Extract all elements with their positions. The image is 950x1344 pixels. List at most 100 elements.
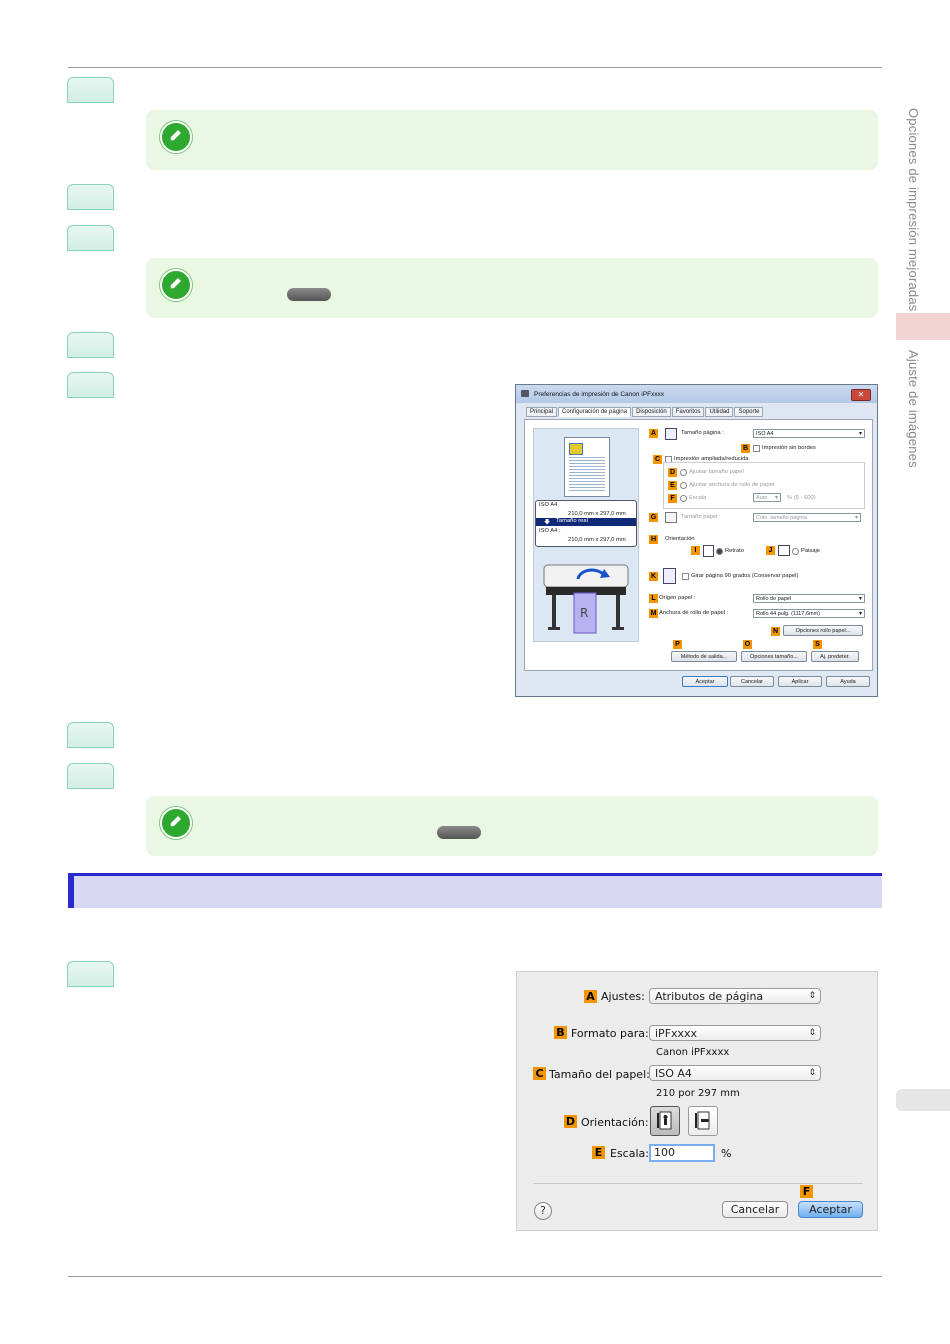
cancel-button[interactable]: Cancelar	[722, 1201, 788, 1218]
sidebar-tab-active	[896, 313, 950, 340]
scale-label: Escala:	[610, 1147, 649, 1160]
rotate-checkbox[interactable]	[682, 573, 689, 580]
paper-size-icon	[665, 512, 677, 523]
portrait-icon	[657, 1111, 672, 1130]
size-options-button[interactable]: Opciones tamaño...	[741, 651, 807, 662]
fit-roll-label: Ajustar anchura de rollo de papel	[689, 482, 775, 488]
scale-radio[interactable]	[680, 495, 687, 502]
step-marker	[67, 77, 114, 103]
scale-spinner[interactable]: Auto	[753, 493, 781, 503]
label-e: E	[592, 1146, 605, 1159]
label-d: D	[668, 468, 677, 477]
rotate-label: Girar página 90 grados (Conservar papel)	[691, 573, 799, 579]
step-marker	[67, 332, 114, 358]
pencil-icon	[160, 807, 192, 839]
tab-favorites[interactable]: Favoritos	[671, 407, 705, 417]
reference-pill[interactable]	[437, 826, 481, 839]
tab-page-setup[interactable]: Configuración de página	[558, 407, 632, 417]
portrait-radio[interactable]	[716, 548, 723, 555]
label-c: C	[533, 1067, 546, 1080]
page-preview	[564, 437, 610, 497]
printer-illustration: R	[540, 555, 632, 637]
label-f: F	[800, 1185, 813, 1198]
label-f: F	[668, 494, 677, 503]
output-method-button[interactable]: Método de salida...	[671, 651, 737, 662]
paper-size-label: Tamaño papel :	[681, 514, 721, 520]
paper-size-popup[interactable]: ISO A4	[649, 1065, 821, 1081]
label-n: N	[771, 627, 780, 636]
size2: ISO A4 :	[539, 528, 561, 534]
tab-layout[interactable]: Disposición	[632, 407, 671, 417]
label-l: L	[649, 594, 658, 603]
page-size-icon	[665, 428, 677, 440]
landscape-icon	[695, 1111, 710, 1130]
settings-label: Ajustes:	[601, 990, 645, 1003]
tab-support[interactable]: Soporte	[734, 407, 764, 417]
scale-label: Escala	[689, 495, 707, 501]
orientation-label: Orientación:	[581, 1116, 649, 1129]
roll-width-select[interactable]: Rollo 44 pulg. (1117,6mm)	[753, 609, 865, 619]
dim1: 210,0 mm x 297,0 mm	[568, 511, 626, 517]
tab-principal[interactable]: Principal	[526, 407, 558, 417]
label-j: J	[766, 546, 775, 555]
label-d: D	[564, 1115, 577, 1128]
fit-roll-radio[interactable]	[680, 482, 687, 489]
apply-button[interactable]: Aplicar	[778, 676, 822, 687]
label-m: M	[649, 609, 658, 618]
orientation-label: Orientación	[665, 536, 695, 542]
settings-popup[interactable]: Atributos de página	[649, 988, 821, 1004]
note-box	[146, 258, 878, 318]
cancel-button[interactable]: Cancelar	[730, 676, 774, 687]
sidebar-page-tab	[896, 1089, 950, 1111]
ok-button[interactable]: Aceptar	[798, 1201, 863, 1218]
page-size-select[interactable]: ISO A4	[753, 429, 865, 439]
size-info-box: ISO A4 210,0 mm x 297,0 mm 🡇 Tamaño real…	[535, 500, 637, 547]
note-box	[146, 110, 878, 170]
label-k: K	[649, 572, 658, 581]
printer-icon	[521, 390, 529, 397]
pencil-icon	[160, 269, 192, 301]
note-box	[146, 796, 878, 856]
header-rule	[68, 67, 882, 68]
actual-size-label: Tamaño real	[556, 518, 588, 524]
tab-utility[interactable]: Utilidad	[705, 407, 734, 417]
actual-size-bar: 🡇 Tamaño real	[536, 518, 636, 526]
enlarged-group	[663, 462, 865, 509]
dim2: 210,0 mm x 297,0 mm	[568, 537, 626, 543]
close-button[interactable]: ✕	[851, 389, 871, 401]
mac-page-setup-dialog: A Ajustes: Atributos de página B Formato…	[516, 971, 878, 1231]
default-button[interactable]: Aj. predeter.	[811, 651, 859, 662]
scale-range: % (5 - 600)	[787, 495, 816, 501]
footer-rule	[68, 1276, 882, 1277]
paper-source-select[interactable]: Rollo de papel	[753, 594, 865, 604]
step-marker	[67, 961, 114, 987]
label-e: E	[668, 481, 677, 490]
landscape-button[interactable]	[688, 1106, 718, 1136]
roll-options-button[interactable]: Opciones rollo papel...	[783, 625, 863, 636]
scale-input[interactable]: 100	[649, 1144, 715, 1162]
portrait-button[interactable]	[650, 1106, 680, 1136]
dialog-title: Preferencias de impresión de Canon iPFxx…	[534, 391, 665, 398]
label-s: S	[813, 640, 822, 649]
label-b: B	[741, 444, 750, 453]
format-sub: Canon iPFxxxx	[656, 1047, 730, 1058]
fit-paper-radio[interactable]	[680, 469, 687, 476]
borderless-checkbox[interactable]	[753, 445, 760, 452]
format-label: Formato para:	[571, 1027, 649, 1040]
reference-pill[interactable]	[287, 288, 331, 301]
step-marker	[67, 372, 114, 398]
label-a: A	[584, 990, 597, 1003]
label-p: P	[673, 640, 682, 649]
sidebar-label-bottom: Ajuste de imágenes	[906, 350, 921, 468]
preview-pane: ISO A4 210,0 mm x 297,0 mm 🡇 Tamaño real…	[533, 428, 639, 642]
ok-button[interactable]: Aceptar	[682, 676, 728, 687]
paper-size-select[interactable]: Coin. tamaño página	[753, 513, 861, 523]
page-size-label: Tamaño página :	[681, 430, 724, 436]
format-popup[interactable]: iPFxxxx	[649, 1025, 821, 1041]
landscape-radio[interactable]	[792, 548, 799, 555]
help-icon[interactable]: ?	[534, 1202, 552, 1220]
help-button[interactable]: Ayuda	[826, 676, 870, 687]
landscape-label: Paisaje	[801, 548, 821, 554]
borderless-label: Impresión sin bordes	[762, 445, 816, 451]
